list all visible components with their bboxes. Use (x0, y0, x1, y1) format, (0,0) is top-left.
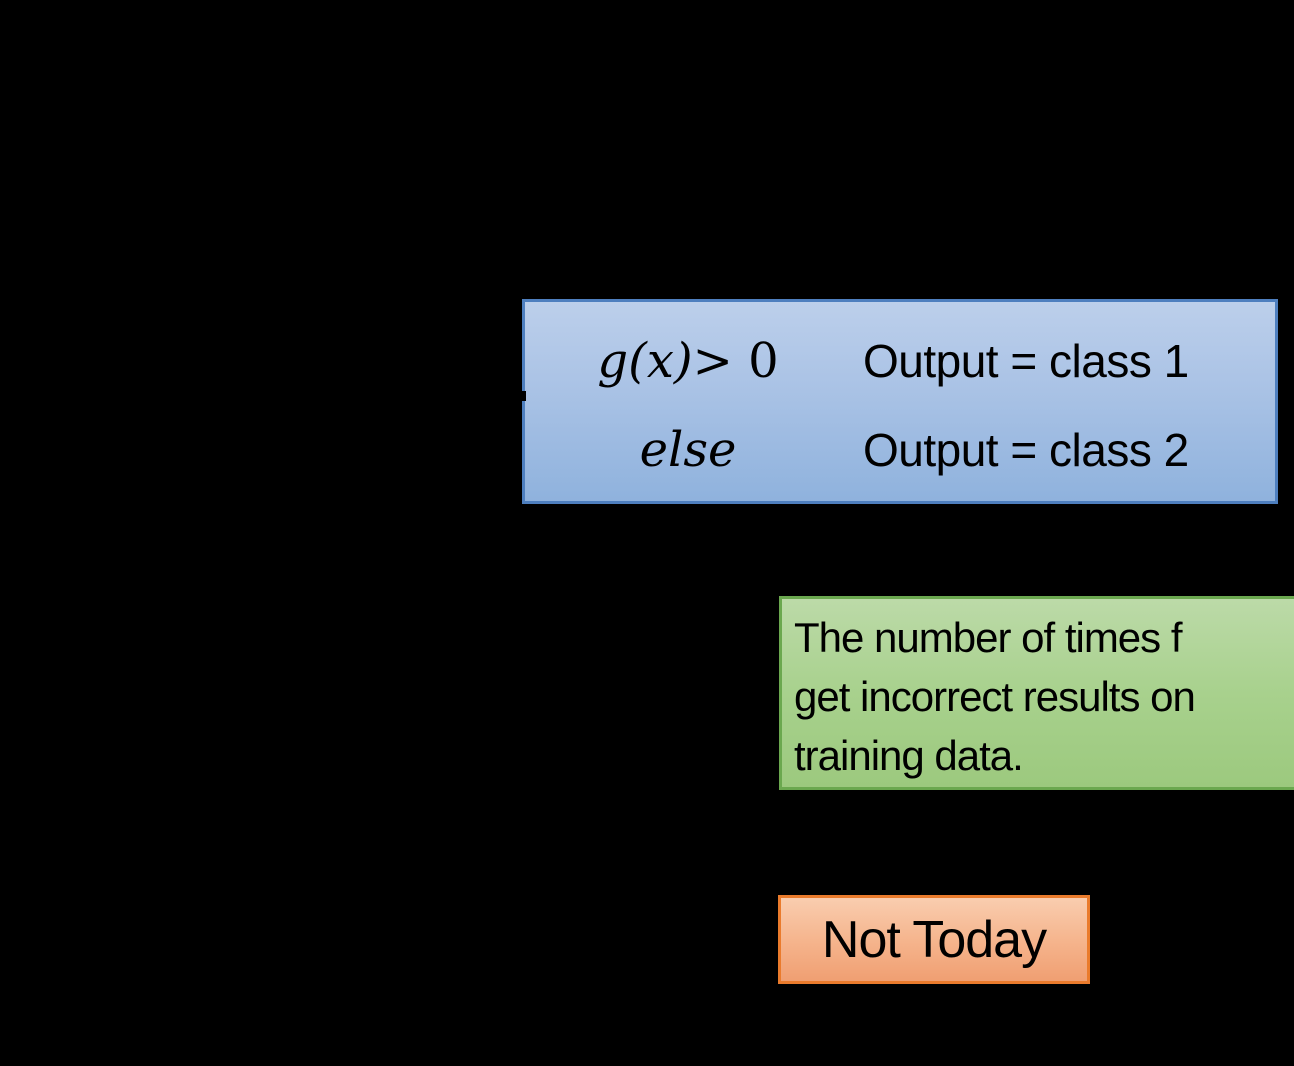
not-today-box: Not Today (778, 895, 1090, 984)
note-line-2: get incorrect results on (794, 673, 1196, 720)
output-class-2-label: Output = class 2 (863, 423, 1189, 476)
note-line-3: training data. (794, 732, 1024, 779)
condition-expression: g(x) (597, 332, 693, 389)
error-count-note-box: The number of times f get incorrect resu… (779, 596, 1294, 790)
stray-mark (508, 391, 526, 401)
output-class-1-label: Output = class 1 (863, 334, 1189, 387)
condition-comparison: > 0 (692, 332, 779, 389)
condition-else: else (639, 421, 737, 478)
note-line-1: The number of times f (794, 614, 1183, 661)
condition-row-1: g(x) > 0 (528, 316, 848, 405)
decision-rule-box: g(x) > 0 Output = class 1 else Output = … (522, 299, 1278, 504)
condition-row-2: else (528, 405, 848, 494)
not-today-label: Not Today (821, 910, 1047, 969)
